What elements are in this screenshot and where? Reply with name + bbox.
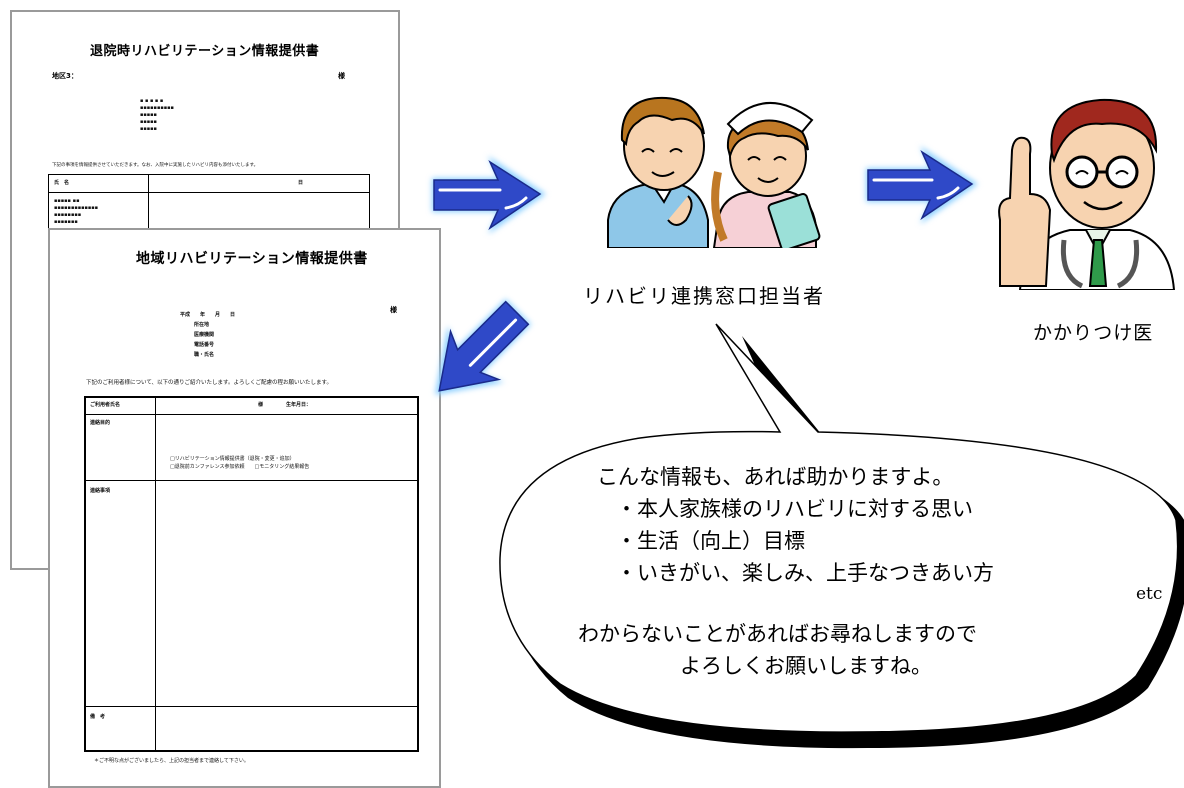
bubble-item-life-goal: ・生活（向上）目標	[616, 529, 805, 553]
front-table-border	[84, 396, 86, 752]
front-row-notes: 備 考	[90, 714, 106, 720]
nurse-icon	[711, 101, 821, 248]
bubble-etc: etc	[1136, 584, 1163, 604]
front-doc-footer: ＊ご不明な点がございましたら、上記の担当者まで連絡して下さい。	[94, 758, 249, 764]
bubble-closing: よろしくお願いしますね。	[680, 654, 932, 678]
front-table-border	[417, 396, 419, 752]
front-table-divider	[84, 480, 419, 481]
back-row-date: 日	[298, 180, 304, 186]
back-doc-title: 退院時リハビリテーション情報提供書	[90, 44, 320, 59]
front-doc-sender-date: 平成 年 月 日	[180, 312, 236, 318]
front-table-divider	[84, 414, 419, 415]
bubble-item-purpose: ・いきがい、楽しみ、上手なつきあい方	[616, 561, 994, 585]
back-doc-intro: 下記の事項を情報提供させていただきます。なお、入院中に実施したリハビリ内容も添付…	[52, 163, 259, 168]
back-row-detail: ▪▪▪▪▪ ▪▪▪▪▪▪▪▪▪▪▪▪▪▪▪▪▪▪▪▪▪▪▪▪▪▪▪▪▪▪	[54, 198, 99, 225]
front-header-sama: 様	[258, 402, 264, 408]
bubble-intro: こんな情報も、あれば助かりますよ。	[597, 465, 954, 489]
coordinator-label: リハビリ連携窓口担当者	[583, 284, 825, 308]
back-row-name: 氏 名	[54, 180, 70, 186]
coordinator-staff-illustration	[607, 96, 821, 248]
bubble-question-note: わからないことがあればお尋ねしますので	[578, 622, 977, 646]
arrow-to-doctor-icon	[866, 146, 978, 224]
back-table-line	[148, 174, 149, 234]
front-row-purpose: 連絡目的	[90, 420, 111, 426]
front-doc-sender-phone: 電話番号	[194, 342, 215, 348]
doctor-illustration	[998, 98, 1176, 290]
back-doc-sama: 様	[338, 72, 345, 80]
front-doc-sender-org: 医療機関	[194, 332, 215, 338]
front-doc-sender-address: 所在地	[194, 322, 210, 328]
front-checkbox-info: □リハビリテーション情報提供書（退院・変更・追加）	[170, 456, 295, 462]
back-doc-sender-block: ▪ ▪ ▪ ▪ ▪▪▪▪▪▪▪▪▪▪▪▪▪▪▪▪▪▪▪▪▪▪▪▪▪▪	[140, 98, 174, 132]
back-table-line	[48, 174, 370, 175]
front-table-border	[84, 396, 419, 398]
back-table-line	[48, 192, 370, 193]
front-table-divider	[155, 396, 156, 752]
arrow-to-coordinator-icon	[432, 156, 546, 234]
front-doc-sender-name: 職・氏名	[194, 352, 215, 358]
front-table-divider	[84, 706, 419, 707]
front-row-contact: 連絡事項	[90, 488, 111, 494]
regional-rehab-info-form: 地域リハビリテーション情報提供書 様 平成 年 月 日 所在地 医療機関 電話番…	[48, 228, 441, 788]
front-header-dob: 生年月日：	[286, 402, 312, 408]
front-doc-sama: 様	[390, 306, 397, 314]
front-doc-intro: 下記のご利用者様について、以下の通りご紹介いたします。よろしくご配慮の程お願いい…	[86, 380, 332, 386]
front-checkbox-conference: □退院前カンファレンス参加依頼 □モニタリング結果報告	[170, 464, 310, 470]
male-staff-icon	[607, 96, 709, 248]
front-header-name: ご利用者氏名	[90, 402, 121, 408]
arrow-back-to-docs-icon	[434, 298, 532, 396]
doctor-label: かかりつけ医	[1033, 322, 1154, 344]
back-doc-area: 地区3：	[52, 72, 78, 80]
front-doc-title: 地域リハビリテーション情報提供書	[136, 251, 368, 267]
doctor-icon	[998, 98, 1176, 290]
bubble-item-family-wishes: ・本人家族様のリハビリに対する思い	[616, 497, 973, 521]
front-table-border	[84, 750, 419, 752]
